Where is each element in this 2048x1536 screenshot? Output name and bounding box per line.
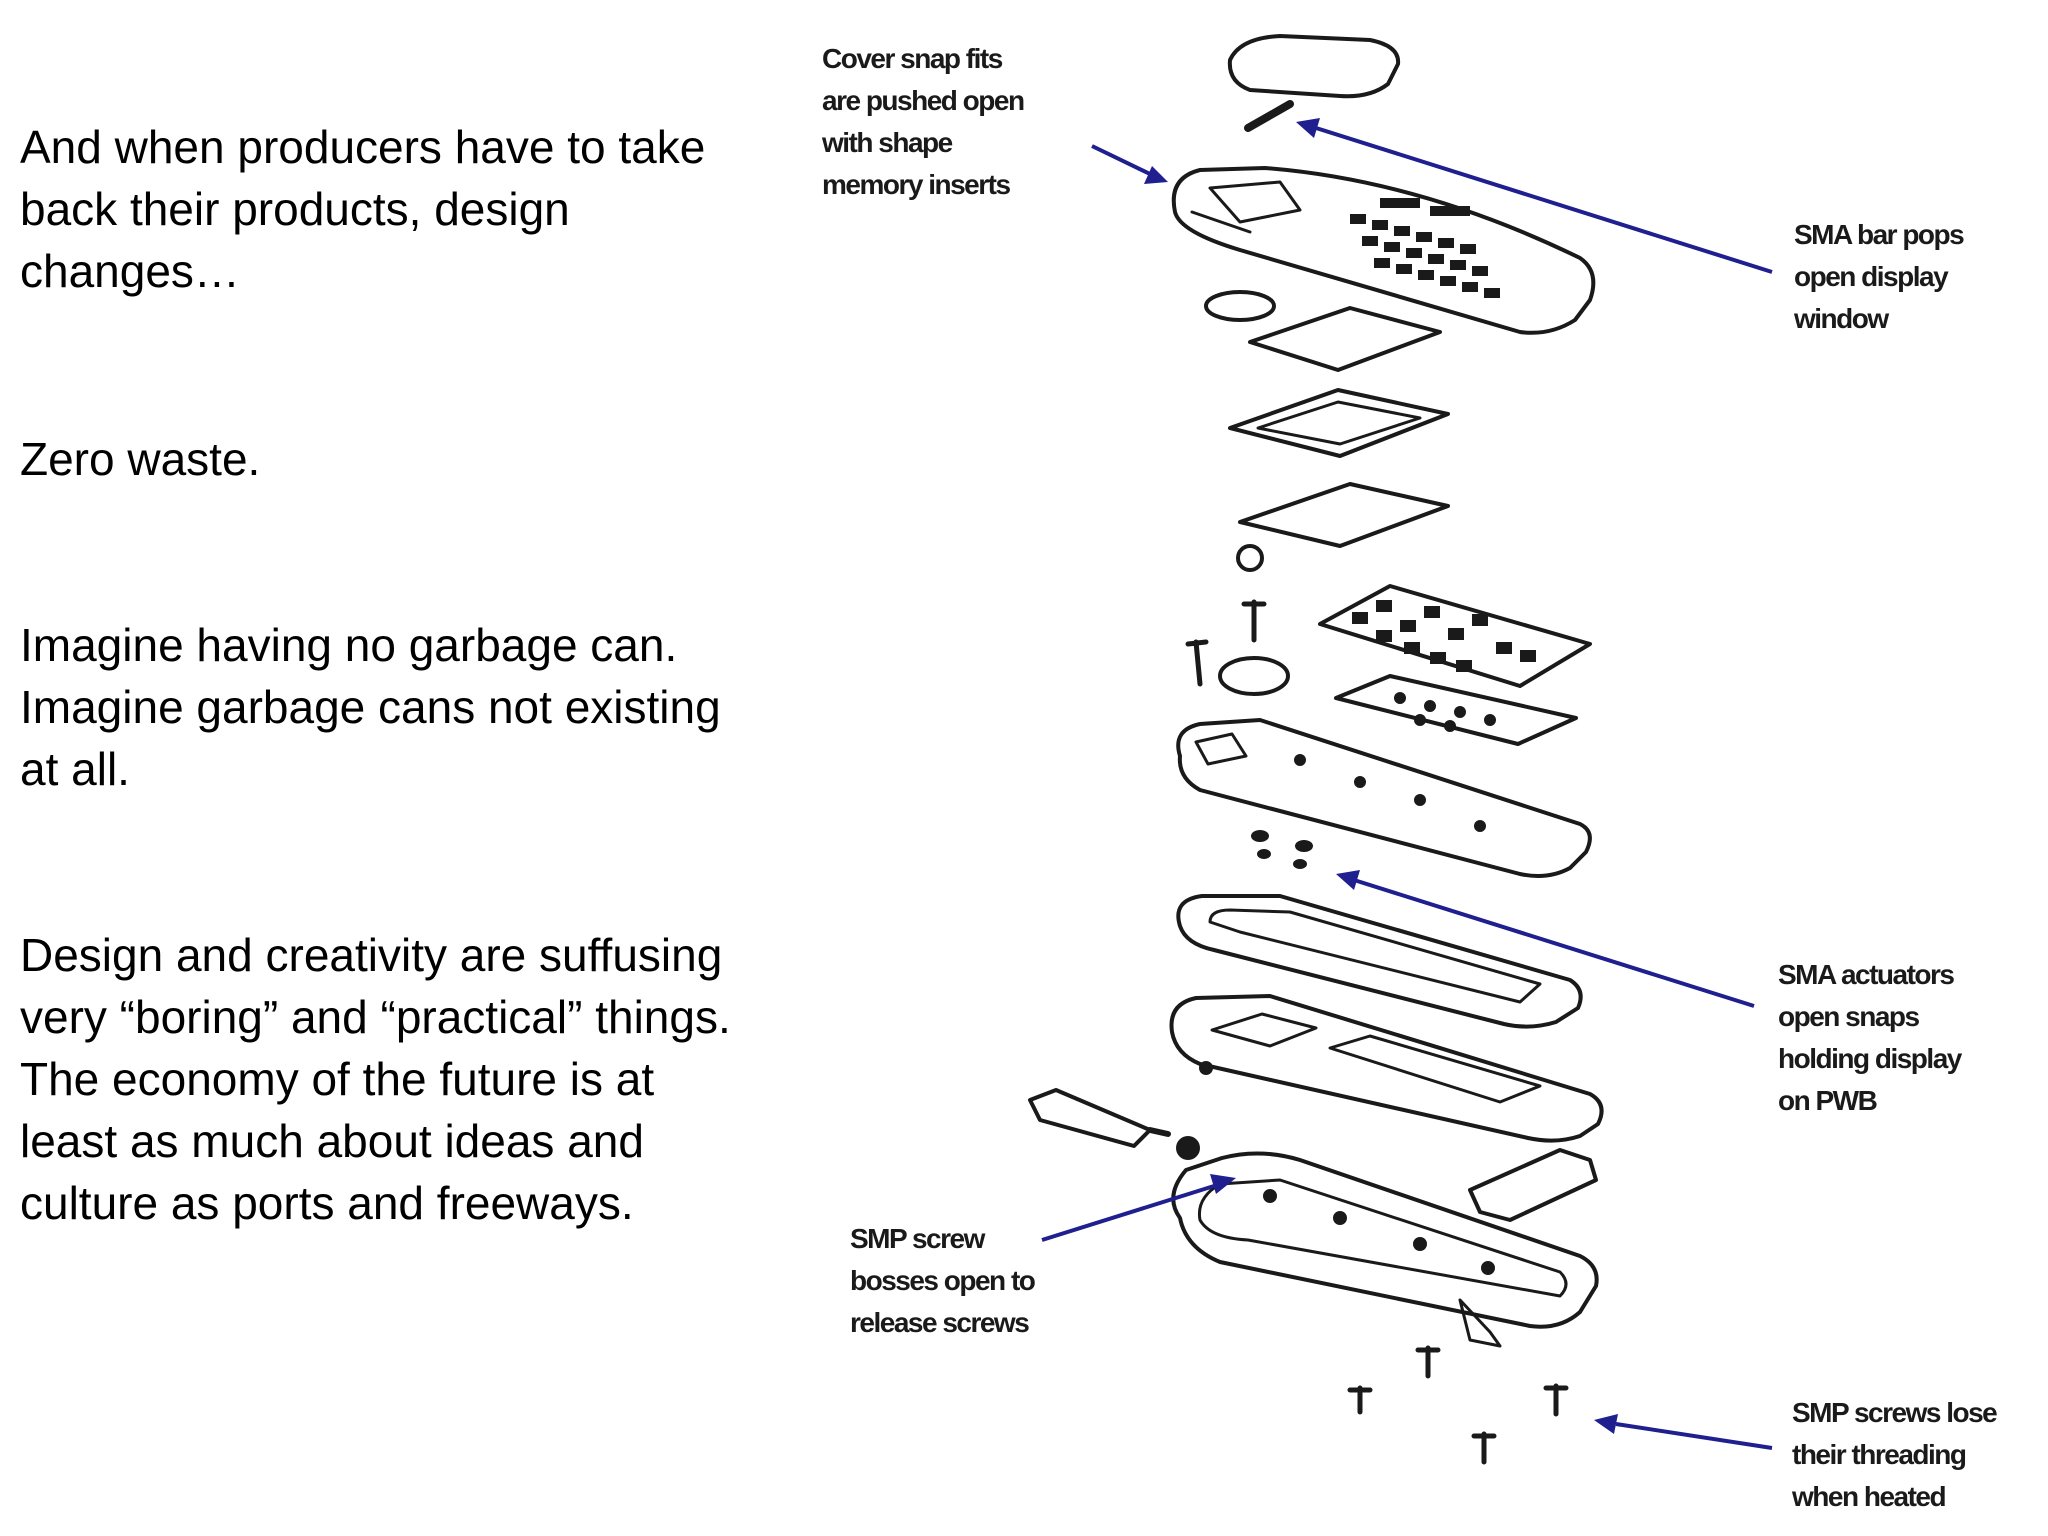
keypad [1318,584,1592,688]
antenna-nut [1176,1136,1200,1160]
callout-smp-screw-bosses: SMP screw bosses open to release screws [850,1223,1036,1338]
chassis [1169,994,1604,1143]
smp-screws [1347,1345,1569,1465]
buzzer-disc [1218,656,1290,696]
screw [1241,599,1267,643]
battery-connector [1468,1148,1598,1222]
lens-ring [1204,290,1276,322]
paragraph-zero-waste: Zero waste. [20,433,261,485]
smp-screws-arrow [1615,1422,1773,1450]
cover-snap-arrow [1091,144,1151,176]
printed-wiring-board [1176,718,1592,878]
display-support-frame [1176,894,1583,1029]
callout-smp-screws: SMP screws lose their threading when hea… [1792,1397,1998,1512]
callout-sma-actuators: SMA actuators open snaps holding display… [1778,959,1962,1116]
back-cover [1171,1151,1599,1348]
callout-sma-bar: SMA bar pops open display window [1794,219,1965,334]
display-frame [1228,388,1450,458]
paragraph-producers-take-back: And when producers have to take back the… [20,121,706,297]
exploded-phone-diagram [780,0,2048,1536]
front-cover [1171,166,1596,335]
dome-sheet [1334,674,1578,746]
paragraph-design-creativity: Design and creativity are suffusing very… [20,929,731,1229]
lcd-panel [1238,482,1450,548]
paragraph-no-garbage-can: Imagine having no garbage can. Imagine g… [20,619,721,795]
screw [1185,639,1209,687]
sma-actuators [1251,830,1313,869]
callout-cover-snap-fits: Cover snap fits are pushed open with sha… [822,43,1025,200]
display-window-cap [1227,34,1401,99]
sma-bar-arrow [1315,126,1773,274]
smp-screw-bosses-arrow [1041,1184,1215,1242]
small-gasket [1236,544,1264,572]
phone-parts-drawing [1028,34,1773,1465]
antenna [1028,1088,1171,1148]
display-gasket [1248,306,1442,372]
sma-bar [1244,100,1294,132]
sma-actuators-arrow [1353,878,1755,1008]
